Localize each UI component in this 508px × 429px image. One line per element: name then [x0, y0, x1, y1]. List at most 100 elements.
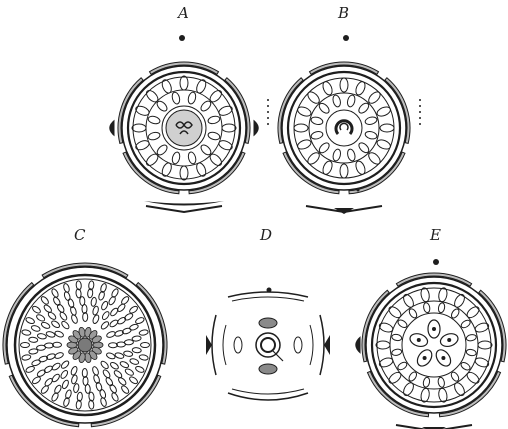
stamen	[21, 329, 31, 336]
stamen	[61, 379, 69, 389]
stamen	[111, 392, 120, 402]
carpel	[340, 123, 348, 130]
stamen	[100, 320, 110, 330]
inner-stamen	[147, 131, 160, 141]
gynoecium-ring	[326, 110, 362, 146]
stamen	[73, 383, 80, 393]
stamen	[92, 306, 99, 316]
bract	[253, 120, 258, 137]
dotted-mark	[267, 111, 269, 113]
stamen	[36, 369, 46, 378]
stamen	[70, 314, 78, 324]
inner-stamen	[437, 377, 445, 388]
stamen	[340, 164, 348, 178]
stamen	[294, 337, 302, 353]
ovary	[166, 110, 202, 146]
stamen	[21, 343, 30, 348]
inner-stamen	[364, 116, 377, 126]
stamen	[31, 305, 41, 314]
petal-ring	[372, 283, 496, 407]
stamen	[56, 303, 65, 313]
inner-stamen	[450, 308, 461, 320]
stamen	[40, 295, 50, 305]
stamen	[43, 365, 53, 374]
stamen	[132, 124, 146, 132]
stamen	[70, 366, 78, 376]
stamen	[51, 373, 61, 383]
diagram-e	[355, 259, 506, 429]
stamen	[380, 124, 394, 132]
ovule	[447, 338, 451, 342]
inner-stamen	[364, 130, 377, 140]
stamen	[135, 316, 145, 324]
ovule	[423, 356, 427, 360]
stamen	[132, 347, 141, 353]
stamen	[294, 124, 308, 132]
ovary-ring	[256, 333, 280, 357]
stamen	[108, 295, 117, 305]
stamen	[129, 323, 139, 331]
stamen	[129, 358, 139, 366]
stamen	[100, 360, 110, 370]
inner-stamen	[171, 151, 181, 164]
inner-stamen	[407, 371, 418, 383]
inner-stamen	[187, 91, 197, 104]
bract	[355, 336, 360, 354]
inner-stamen	[346, 94, 356, 107]
inner-stamen	[397, 318, 409, 329]
inner-stamen	[466, 349, 477, 357]
stamen	[101, 310, 110, 320]
dotted-mark	[419, 111, 421, 113]
stamen	[59, 311, 68, 321]
stamen	[60, 369, 69, 379]
stamen-ring-inner	[309, 93, 379, 163]
stamen	[109, 361, 119, 370]
stamen	[50, 320, 60, 329]
stamen	[119, 360, 129, 368]
sepal	[367, 371, 428, 416]
stamen	[54, 330, 64, 338]
inner-stamen	[466, 334, 477, 342]
inner-stamen	[207, 131, 220, 141]
stamen	[114, 352, 124, 359]
diagram-d	[206, 288, 330, 401]
stamen	[387, 370, 403, 385]
inner-stamen	[450, 371, 461, 383]
stamen	[438, 388, 448, 403]
stamen	[420, 287, 430, 302]
dotted-mark	[267, 105, 269, 107]
stamen	[180, 166, 188, 180]
inner-stamen	[332, 94, 342, 107]
stamen	[106, 330, 116, 338]
petal	[223, 325, 226, 365]
dotted-mark	[267, 99, 269, 101]
diagram-c	[3, 263, 167, 427]
ovule	[441, 356, 445, 360]
inner-stamen	[460, 361, 472, 372]
subtending-bract	[146, 206, 222, 212]
axis-dot	[179, 35, 185, 41]
stamen	[123, 350, 133, 357]
stamen	[92, 366, 100, 376]
stamen	[234, 337, 242, 353]
axis-dot	[343, 35, 349, 41]
stamen	[51, 288, 60, 298]
small-dot	[357, 189, 360, 192]
dotted-mark	[419, 123, 421, 125]
stamen	[71, 374, 78, 384]
stamen	[141, 343, 150, 348]
stamen	[25, 365, 35, 373]
inner-stamen	[408, 308, 419, 320]
ovary-inner	[261, 338, 275, 352]
stamen	[259, 318, 277, 328]
stamen	[46, 331, 56, 338]
stamen	[135, 365, 145, 373]
inner-stamen	[423, 377, 431, 388]
inner-stamen	[391, 348, 402, 356]
bract	[232, 389, 304, 394]
stamen	[259, 364, 277, 374]
stamen	[21, 354, 31, 361]
sepal-tip	[206, 335, 212, 355]
